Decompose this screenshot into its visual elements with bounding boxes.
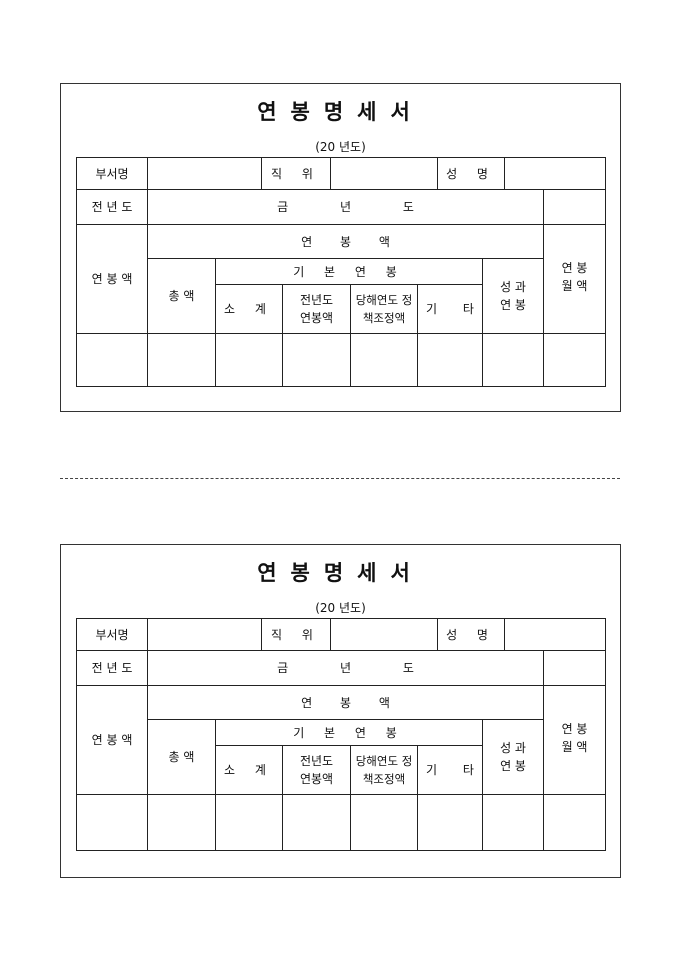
total-header: 총 액 <box>147 719 216 795</box>
data-cell[interactable] <box>282 333 351 387</box>
data-cell[interactable] <box>215 794 283 851</box>
data-cell[interactable] <box>147 794 216 851</box>
form-title: 연봉명세서 <box>257 99 424 124</box>
prev-salary-header: 전년도 연봉액 <box>282 284 351 334</box>
data-cell[interactable] <box>350 794 418 851</box>
position-label: 직 위 <box>261 157 331 190</box>
salary-row-label: 연 봉 액 <box>76 224 148 334</box>
data-cell[interactable] <box>147 333 216 387</box>
data-cell[interactable] <box>416 794 484 851</box>
policy-adjust-header: 당해연도 정책조정액 <box>350 745 418 795</box>
name-field[interactable] <box>504 618 607 651</box>
subtotal-header: 소 계 <box>215 284 283 334</box>
this-year-label: 금 년 도 <box>146 189 545 225</box>
data-cell[interactable] <box>543 794 607 851</box>
data-cell[interactable] <box>416 333 484 387</box>
salary-row-label: 연 봉 액 <box>76 685 148 795</box>
other-header: 기 타 <box>416 745 484 795</box>
policy-adjust-header: 당해연도 정책조정액 <box>350 284 418 334</box>
year-label: (20 년도) <box>315 601 366 615</box>
total-header: 총 액 <box>147 258 216 334</box>
data-cell[interactable] <box>543 333 607 387</box>
performance-salary-header: 성 과 연 봉 <box>482 258 545 334</box>
salary-header: 연 봉 액 <box>146 685 545 720</box>
cut-line-divider <box>60 478 620 479</box>
position-label: 직 위 <box>261 618 331 651</box>
monthly-salary-header: 연 봉 월 액 <box>543 685 607 795</box>
salary-table: 부서명 직 위 성 명 전 년 도 금 년 도 연 봉 액 연 봉 액 연 봉 … <box>76 618 607 851</box>
prev-year-label: 전 년 도 <box>76 650 148 686</box>
name-label: 성 명 <box>437 618 506 651</box>
name-field[interactable] <box>504 157 607 190</box>
data-cell[interactable] <box>350 333 418 387</box>
data-cell[interactable] <box>76 794 148 851</box>
row2-blank-cell[interactable] <box>543 189 607 225</box>
salary-statement-form-top: 연봉명세서 (20 년도) 부서명 직 위 성 명 전 년 도 금 년 도 연 … <box>60 83 621 412</box>
performance-salary-header: 성 과 연 봉 <box>482 719 545 795</box>
data-cell[interactable] <box>76 333 148 387</box>
base-salary-header: 기 본 연 봉 <box>214 719 484 746</box>
base-salary-header: 기 본 연 봉 <box>214 258 484 285</box>
data-cell[interactable] <box>482 794 545 851</box>
dept-label: 부서명 <box>76 157 148 190</box>
year-label: (20 년도) <box>315 140 366 154</box>
data-cell[interactable] <box>282 794 351 851</box>
salary-header: 연 봉 액 <box>146 224 545 259</box>
dept-field[interactable] <box>147 618 262 651</box>
prev-salary-header: 전년도 연봉액 <box>282 745 351 795</box>
data-cell[interactable] <box>215 333 283 387</box>
this-year-label: 금 년 도 <box>146 650 545 686</box>
prev-year-label: 전 년 도 <box>76 189 148 225</box>
position-field[interactable] <box>329 618 439 651</box>
name-label: 성 명 <box>437 157 506 190</box>
row2-blank-cell[interactable] <box>543 650 607 686</box>
dept-field[interactable] <box>147 157 262 190</box>
salary-statement-form-bottom: 연봉명세서 (20 년도) 부서명 직 위 성 명 전 년 도 금 년 도 연 … <box>60 544 621 878</box>
monthly-salary-header: 연 봉 월 액 <box>543 224 607 334</box>
position-field[interactable] <box>329 157 439 190</box>
other-header: 기 타 <box>416 284 484 334</box>
salary-table: 부서명 직 위 성 명 전 년 도 금 년 도 연 봉 액 연 봉 액 연 봉 … <box>76 157 607 387</box>
form-title: 연봉명세서 <box>257 560 424 585</box>
subtotal-header: 소 계 <box>215 745 283 795</box>
data-cell[interactable] <box>482 333 545 387</box>
dept-label: 부서명 <box>76 618 148 651</box>
